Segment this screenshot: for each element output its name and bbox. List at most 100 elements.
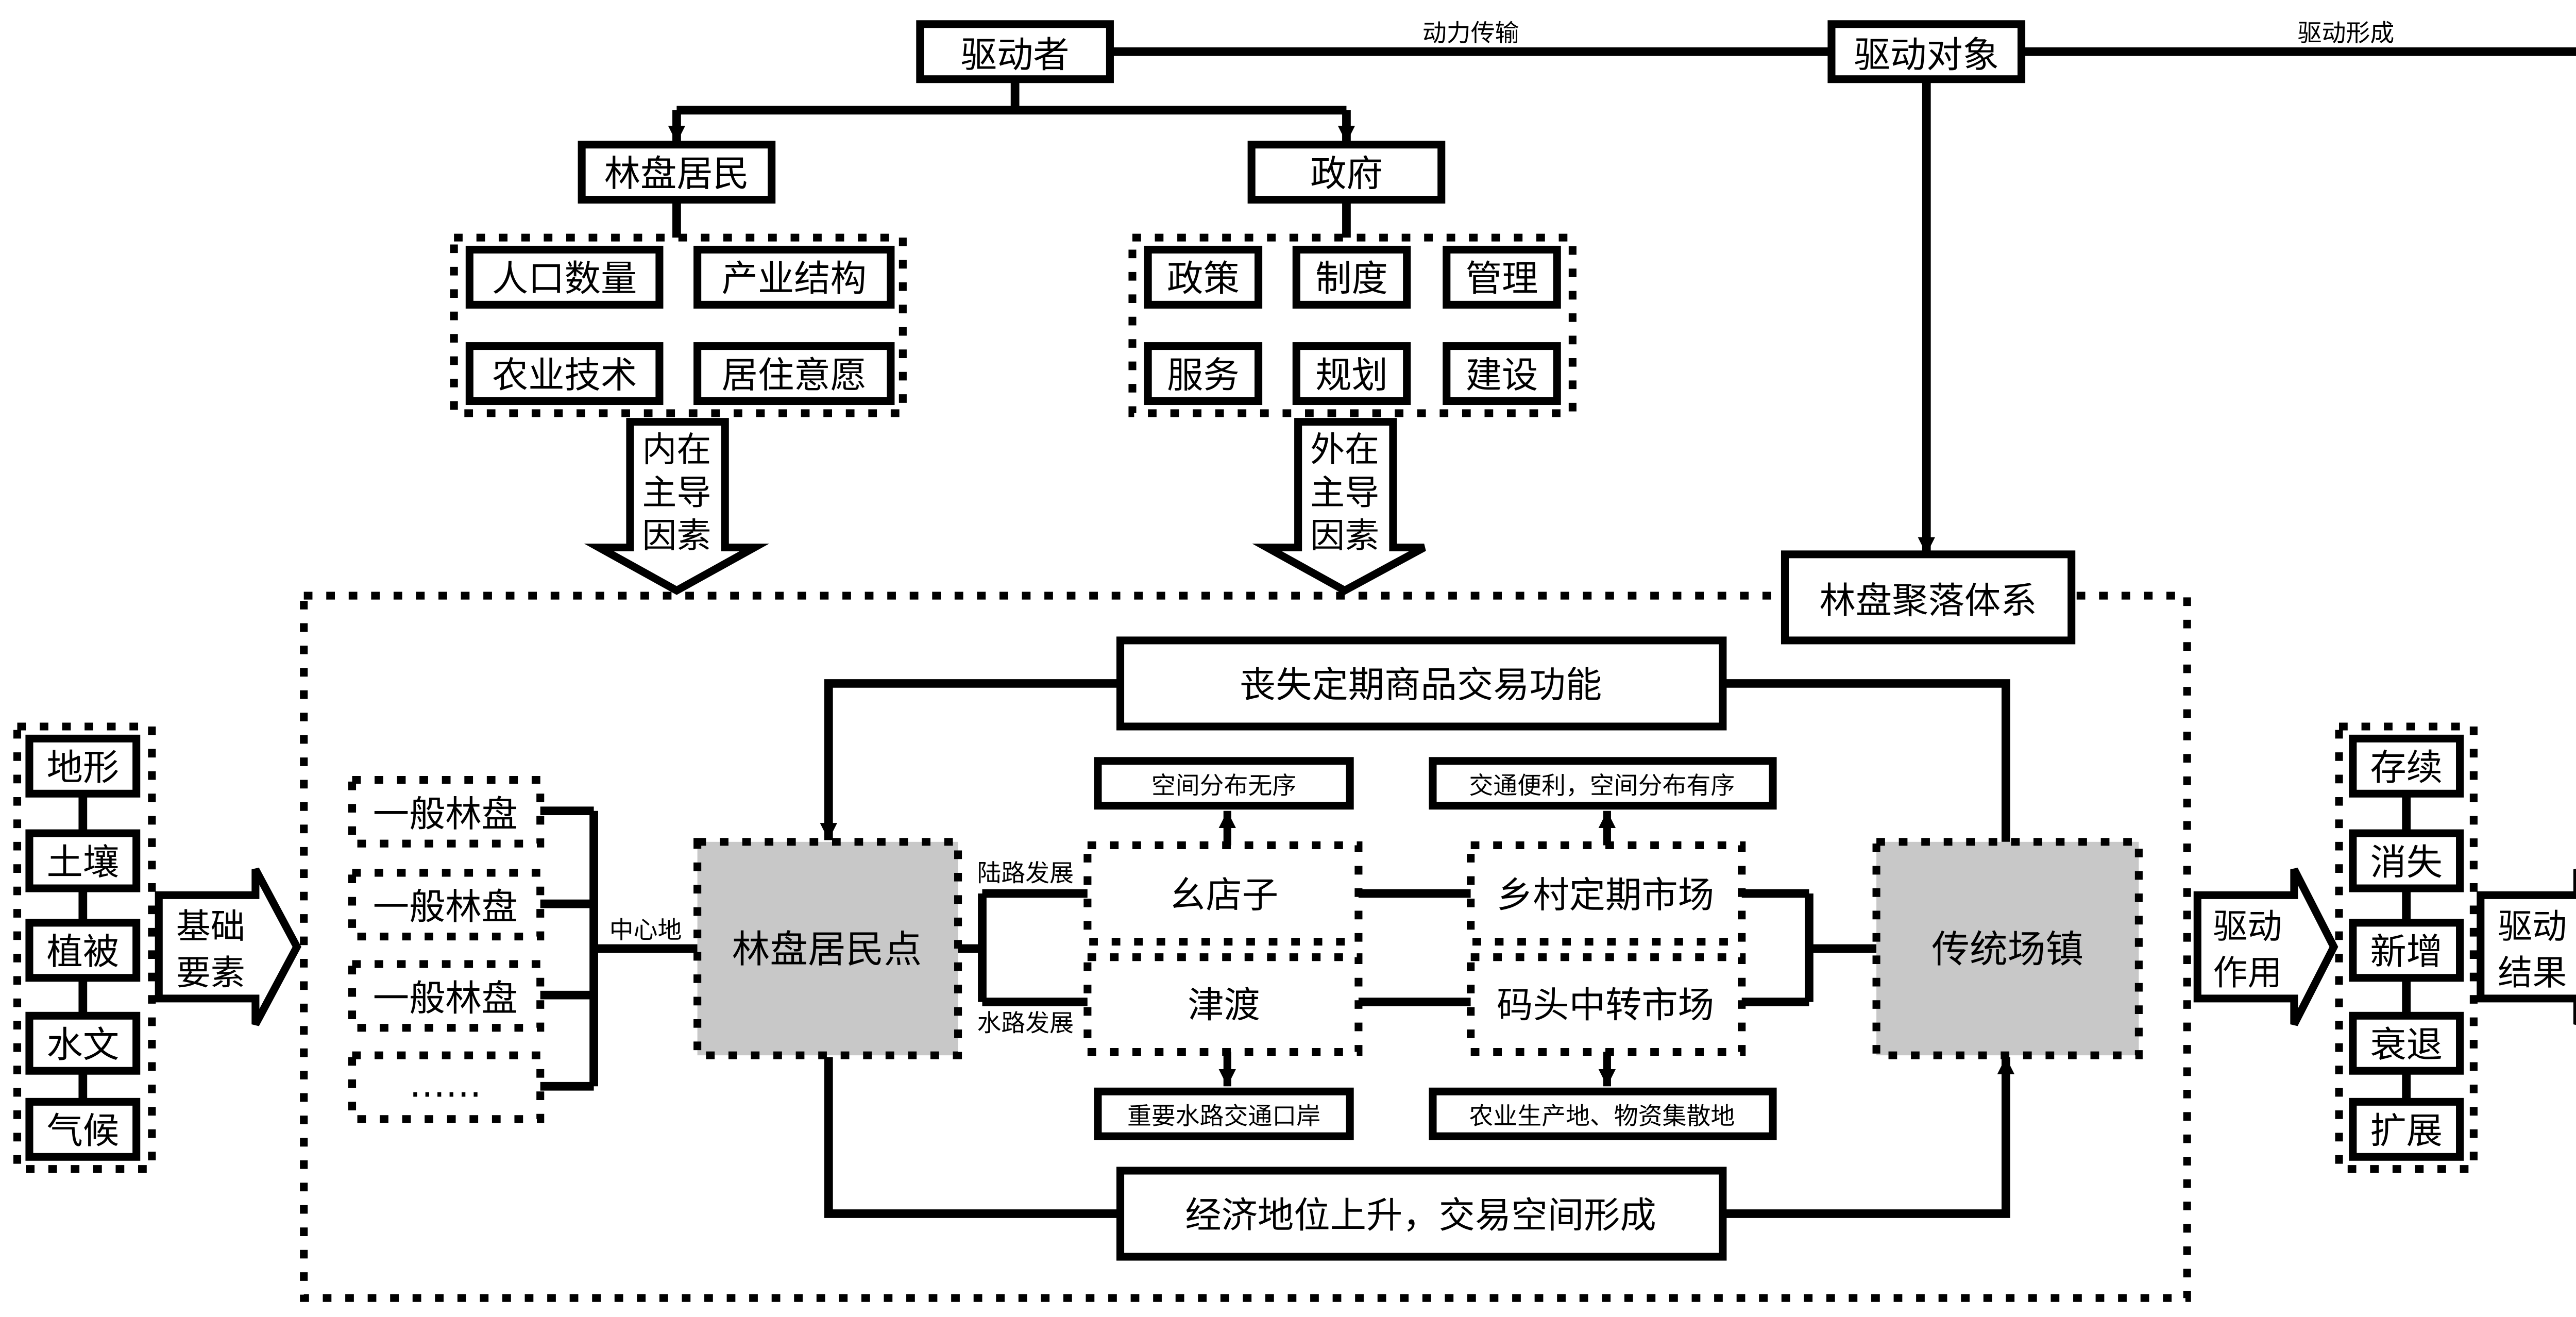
soil-label: 土壤 — [46, 841, 119, 883]
hydrology-label: 水文 — [46, 1024, 119, 1066]
drive-effect-arrow — [2193, 867, 2338, 1026]
general-linpan-1: 一般林盘 — [373, 793, 518, 835]
government-label: 政府 — [1310, 153, 1383, 195]
space-disorder-label: 空间分布无序 — [1151, 772, 1296, 800]
drive-object-label: 驱动对象 — [1854, 33, 1999, 76]
agri-base-box — [1429, 1087, 1777, 1140]
outcome-persist: 存续 — [2370, 747, 2443, 789]
factor-willingness-box — [693, 342, 895, 406]
general-linpan-2: 一般林盘 — [373, 886, 518, 928]
drive-result-arrow — [2477, 869, 2576, 1024]
climate-box — [25, 1098, 141, 1161]
outcome-decline: 衰退 — [2370, 1024, 2443, 1066]
factor-construction-box — [1443, 342, 1561, 406]
general-linpan-more: …… — [409, 1063, 482, 1105]
external-arrow-line1: 外在 — [1310, 430, 1379, 470]
water-port-label: 重要水路交通口岸 — [1127, 1103, 1320, 1130]
internal-arrow-line1: 内在 — [642, 430, 711, 470]
terrain-label: 地形 — [46, 747, 119, 789]
factor-construction: 建设 — [1466, 354, 1538, 396]
convenient-box — [1429, 757, 1777, 810]
internal-arrow-line3: 因素 — [642, 516, 711, 556]
settlement-system-frame — [300, 592, 2191, 1302]
water-port-box — [1094, 1087, 1354, 1140]
general-linpan-3-box — [348, 960, 545, 1032]
traditional-town-label: 传统场镇 — [1931, 928, 2083, 972]
external-arrow-line3: 因素 — [1310, 516, 1379, 556]
government-factor-group — [1128, 233, 1577, 417]
factor-planning-box — [1292, 342, 1411, 406]
point-to-econ-line — [824, 1057, 1121, 1218]
drive-result-line2: 结果 — [2498, 953, 2567, 993]
general-linpan-more-box — [348, 1051, 545, 1123]
climate-label: 气候 — [46, 1110, 119, 1152]
driver-label: 驱动者 — [961, 33, 1070, 76]
formation-line — [2021, 47, 2576, 56]
factor-management: 管理 — [1466, 258, 1538, 300]
factor-service: 服务 — [1167, 354, 1240, 396]
outcome-new-box — [2349, 919, 2464, 982]
factor-population-box — [465, 245, 664, 309]
vegetation-label: 植被 — [46, 931, 119, 973]
center-label: 中心地 — [609, 917, 682, 944]
outcome-expand: 扩展 — [2370, 1110, 2443, 1152]
outcome-decline-box — [2349, 1011, 2464, 1075]
formation-label: 驱动形成 — [2298, 20, 2395, 47]
factor-service-box — [1144, 342, 1263, 406]
factor-industry: 产业结构 — [722, 258, 867, 300]
residents-box — [578, 141, 776, 204]
basic-elements-group — [13, 722, 156, 1173]
vegetation-box — [25, 919, 141, 982]
drive-effect-line1: 驱动 — [2213, 906, 2282, 947]
outcome-persist-box — [2349, 734, 2464, 798]
econ-to-town-arrow — [1722, 1057, 2015, 1218]
outcomes-group — [2335, 722, 2478, 1173]
econ-rise-label: 经济地位上升，交易空间形成 — [1185, 1194, 1656, 1236]
space-disorder-box — [1094, 757, 1354, 810]
yaodianzi-label: 幺店子 — [1170, 874, 1278, 916]
outcome-vanish-box — [2349, 829, 2464, 892]
factor-agritech: 农业技术 — [492, 354, 637, 396]
water-dev-label: 水路发展 — [977, 1009, 1074, 1037]
hydrology-box — [25, 1011, 141, 1075]
external-factor-arrow — [1252, 418, 1426, 595]
factor-management-box — [1443, 245, 1561, 309]
land-dev-label: 陆路发展 — [977, 860, 1074, 888]
settlement-system-title: 林盘聚落体系 — [1820, 580, 2037, 622]
basic-elements-arrow — [155, 867, 301, 1026]
outcome-new: 新增 — [2370, 931, 2443, 973]
town-to-lose-line — [1722, 679, 2010, 842]
residents-label: 林盘居民 — [604, 153, 749, 195]
factor-policy-box — [1144, 245, 1263, 309]
soil-box — [25, 829, 141, 892]
factor-agritech-box — [465, 342, 664, 406]
basic-arrow-line2: 要素 — [176, 953, 245, 993]
agri-base-label: 农业生产地、物资集散地 — [1469, 1103, 1735, 1130]
residents-factor-group — [450, 233, 907, 417]
outcome-vanish: 消失 — [2370, 841, 2443, 883]
general-linpan-3: 一般林盘 — [373, 977, 518, 1019]
basic-arrow-line1: 基础 — [176, 906, 245, 947]
factor-system: 制度 — [1315, 258, 1388, 300]
drive-result-line1: 驱动 — [2498, 906, 2567, 947]
traditional-town-box — [1872, 838, 2143, 1059]
factor-population: 人口数量 — [492, 258, 637, 300]
general-linpan-2-box — [348, 869, 545, 941]
residential-point-label: 林盘居民点 — [732, 928, 922, 972]
internal-factor-arrow — [584, 418, 770, 595]
lose-function-label: 丧失定期商品交易功能 — [1240, 664, 1602, 706]
factor-industry-box — [693, 245, 895, 309]
settlement-system-title-box — [1781, 550, 2076, 645]
ferry-box — [1083, 953, 1363, 1056]
terrain-box — [25, 734, 141, 798]
convenient-label: 交通便利，空间分布有序 — [1469, 772, 1735, 800]
general-linpan-1-box — [348, 776, 545, 848]
external-arrow-line2: 主导 — [1310, 472, 1379, 513]
rural-market-label: 乡村定期市场 — [1497, 874, 1714, 916]
lose-function-box — [1116, 636, 1727, 731]
drive-effect-line2: 作用 — [2213, 953, 2282, 993]
ferry-label: 津渡 — [1188, 984, 1260, 1026]
factor-willingness: 居住意愿 — [722, 354, 867, 396]
transmission-label: 动力传输 — [1422, 20, 1519, 47]
